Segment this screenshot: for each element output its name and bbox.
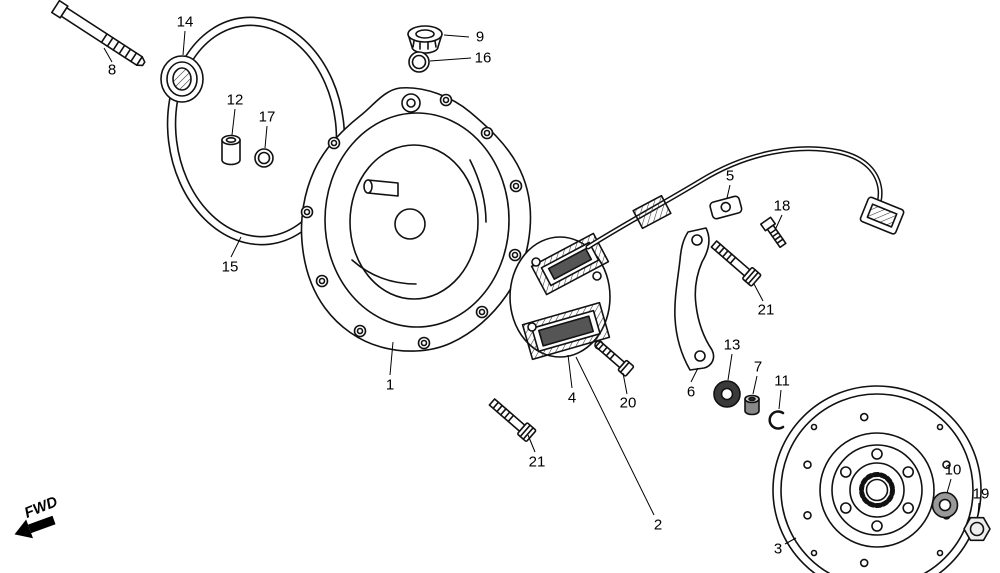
wire-harness — [585, 146, 905, 250]
fwd-arrow-icon — [14, 515, 56, 539]
harness-connector — [859, 196, 905, 235]
gasket-ring — [166, 16, 346, 246]
crankcase-cover — [300, 87, 532, 352]
filler-cap — [407, 25, 443, 54]
bracket-arm — [674, 227, 715, 371]
washer-10 — [931, 491, 959, 519]
oil-seal — [160, 55, 204, 103]
small-o-ring — [254, 148, 274, 168]
bolt-21-right — [710, 240, 762, 287]
washer-13 — [713, 380, 741, 408]
leader-lines — [103, 30, 980, 545]
screw-18 — [759, 216, 787, 249]
snap-clip — [768, 410, 785, 430]
bolt-20 — [594, 340, 635, 377]
spacer-7 — [744, 394, 760, 416]
clamp-plate — [709, 195, 743, 220]
shaft-bolt — [51, 0, 146, 67]
hex-nut — [963, 516, 991, 542]
flywheel-rotor — [772, 385, 982, 573]
bolt-21-left — [488, 398, 537, 442]
o-ring — [408, 51, 430, 73]
harness-grommet — [632, 194, 672, 230]
collar-bushing — [221, 134, 241, 166]
